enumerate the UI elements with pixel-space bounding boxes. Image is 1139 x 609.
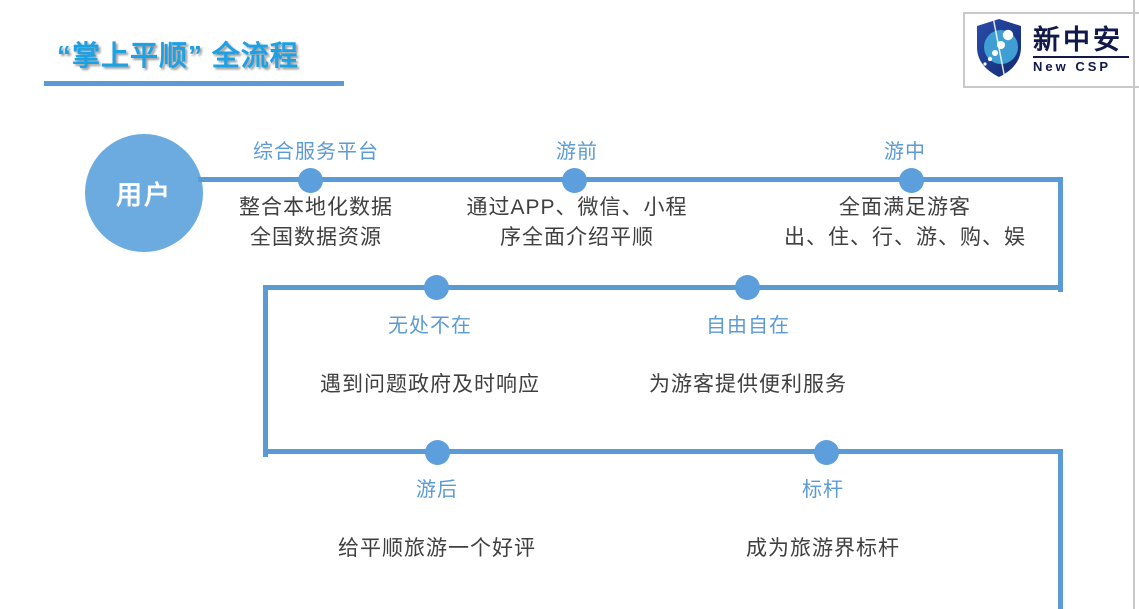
title-underline — [44, 81, 344, 86]
node-label: 游后 — [416, 479, 458, 501]
user-circle-label: 用户 — [115, 179, 172, 210]
page-title: “掌上平顺” 全流程 — [57, 40, 299, 71]
node-description: 给平顺旅游一个好评 — [338, 537, 536, 560]
node-label: 标杆 — [802, 479, 844, 501]
node-label: 游中 — [884, 141, 926, 163]
timeline-node-free: 自由自在 为游客提供便利服务 — [568, 314, 928, 400]
timeline-node-after-travel: 游后 给平顺旅游一个好评 — [257, 478, 617, 564]
node-label: 无处不在 — [388, 315, 472, 337]
node-dot-2 — [562, 168, 587, 193]
node-description: 通过APP、微信、小程 序全面介绍平顺 — [466, 196, 688, 249]
node-label: 自由自在 — [706, 315, 790, 337]
node-description: 全面满足游客 出、住、行、游、购、娱 — [784, 196, 1026, 249]
company-logo: 新中安 New CSP — [963, 12, 1139, 88]
node-description: 成为旅游界标杆 — [746, 537, 900, 560]
shield-globe-icon — [973, 16, 1025, 84]
timeline-right-connector-1 — [1058, 177, 1063, 292]
timeline-node-benchmark: 标杆 成为旅游界标杆 — [643, 478, 1003, 564]
timeline-node-platform: 综合服务平台 整合本地化数据 全国数据资源 — [136, 140, 496, 253]
node-dot-3 — [899, 168, 924, 193]
node-dot-6 — [425, 440, 450, 465]
node-label: 游前 — [556, 141, 598, 163]
node-dot-1 — [298, 168, 323, 193]
timeline-left-connector — [263, 285, 268, 457]
timeline-row3-line — [263, 449, 1063, 454]
timeline-node-before-travel: 游前 通过APP、微信、小程 序全面介绍平顺 — [397, 140, 757, 253]
node-description: 遇到问题政府及时响应 — [320, 373, 540, 396]
logo-name-en: New CSP — [1033, 59, 1112, 74]
timeline-row2-line — [263, 285, 1063, 290]
timeline-right-connector-2 — [1058, 449, 1063, 609]
user-circle: 用户 — [85, 134, 203, 252]
timeline-node-during-travel: 游中 全面满足游客 出、住、行、游、购、娱 — [725, 140, 1085, 253]
logo-name-cn: 新中安 — [1033, 25, 1123, 55]
slide-right-edge-line — [1133, 0, 1135, 609]
node-description: 整合本地化数据 全国数据资源 — [239, 196, 393, 249]
node-dot-4 — [424, 275, 449, 300]
node-dot-5 — [735, 275, 760, 300]
timeline-row1-line — [198, 177, 1063, 182]
timeline-node-everywhere: 无处不在 遇到问题政府及时响应 — [250, 314, 610, 400]
node-description: 为游客提供便利服务 — [649, 373, 847, 396]
logo-text: 新中安 New CSP — [1033, 27, 1129, 73]
node-dot-7 — [814, 440, 839, 465]
node-label: 综合服务平台 — [253, 141, 379, 163]
logo-divider — [1033, 56, 1129, 58]
